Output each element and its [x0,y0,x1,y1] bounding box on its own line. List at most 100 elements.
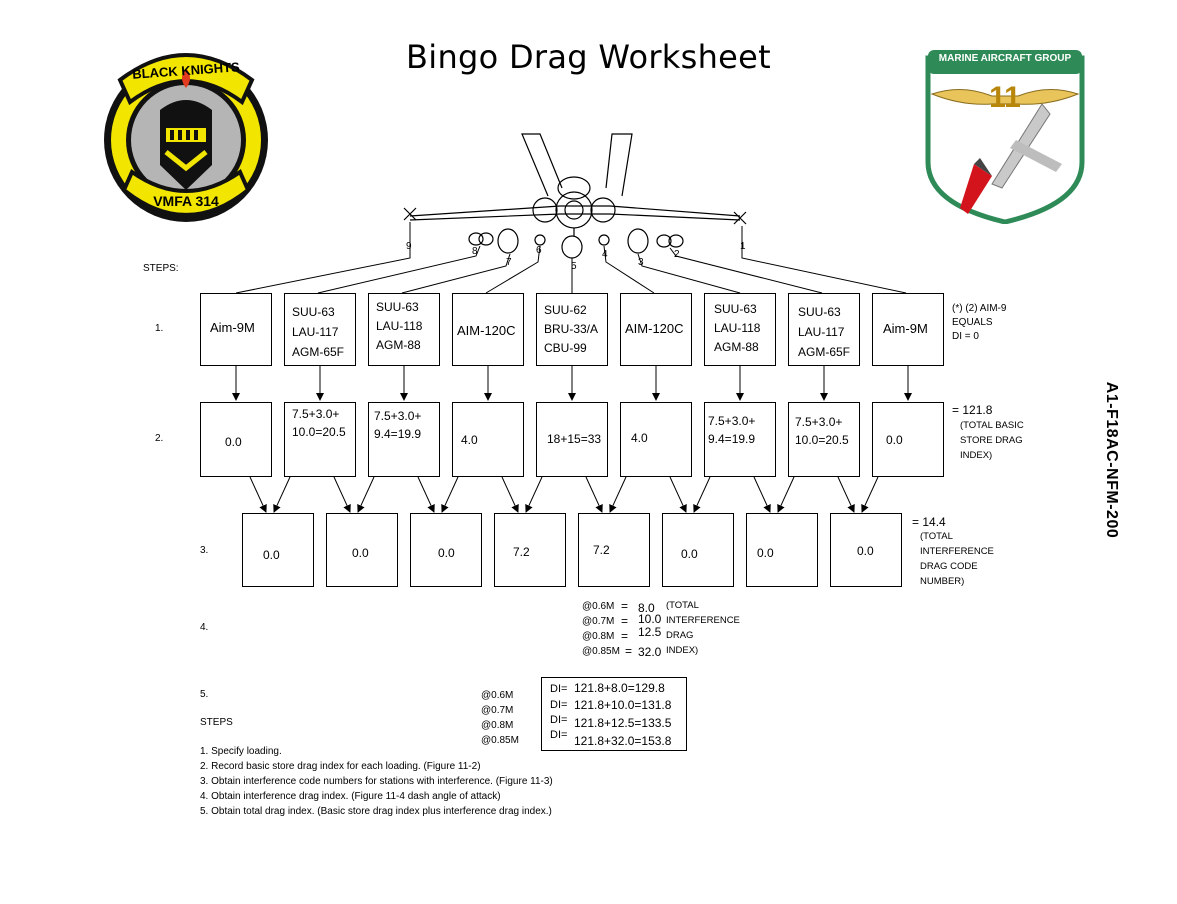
vmfa-314-patch-logo: BLACK KNIGHTS VMFA 314 [100,40,272,225]
drag-value: 10.0=20.5 [292,425,346,439]
interference-value: 0.0 [681,547,698,561]
interference-value: 0.0 [757,546,774,560]
step-5-number: 5. [200,689,209,700]
loading-line: Aim-9M [883,321,928,336]
equals-sign: = [621,599,629,613]
row3-total: = 14.4 [912,515,946,529]
loading-line: SUU-62 [544,303,587,317]
di-label: DI= [550,699,568,711]
interference-drag-value: 32.0 [638,645,662,659]
station-9-label: 9 [406,241,412,252]
equals-sign: = [621,614,629,628]
step-3-number: 3. [200,545,209,556]
row2-station-3-box[interactable]: 7.5+3.0+ 9.4=19.9 [704,402,776,477]
step5-mach-label: @0.8M [481,720,514,731]
drag-value: 10.0=20.5 [795,433,849,447]
row2-station-6-box[interactable]: 4.0 [452,402,524,477]
interference-drag-value: 12.5 [638,625,662,639]
drag-value: 7.5+3.0+ [708,414,756,428]
total-drag-value: 121.8+8.0=129.8 [574,681,665,695]
loading-line: Aim-9M [210,320,255,335]
row3-box-1[interactable]: 0.0 [242,513,314,587]
total-drag-value: 121.8+12.5=133.5 [574,716,672,730]
mach-label: @0.8M [582,631,615,642]
row1-station-8-box[interactable]: SUU-63 LAU-117 AGM-65F [284,293,356,366]
steps-label: STEPS: [143,263,179,274]
row1-station-6-box[interactable]: AIM-120C [452,293,524,366]
total-drag-index-box[interactable]: DI= DI= DI= DI= 121.8+8.0=129.8 121.8+10… [541,677,687,751]
row1-station-9-box[interactable]: Aim-9M [200,293,272,366]
row3-box-4[interactable]: 7.2 [494,513,566,587]
mag-top-text: MARINE AIRCRAFT GROUP [938,53,1072,64]
row1-note-line: (*) (2) AIM-9 [952,303,1007,314]
loading-line: LAU-117 [292,325,339,339]
row3-box-7[interactable]: 0.0 [746,513,818,587]
row1-station-5-box[interactable]: SUU-62 BRU-33/A CBU-99 [536,293,608,366]
instruction-line: 2. Record basic store drag index for eac… [200,761,481,772]
patch-bottom-text: VMFA 314 [153,193,219,209]
row2-to-row3-arrows [249,476,879,513]
row3-box-8[interactable]: 0.0 [830,513,902,587]
aircraft-missile-icon [960,103,1062,214]
row2-station-8-box[interactable]: 7.5+3.0+ 10.0=20.5 [284,402,356,477]
interference-value: 0.0 [352,546,369,560]
row1-station-4-box[interactable]: AIM-120C [620,293,692,366]
row1-note-line: DI = 0 [952,331,979,342]
drag-value: 0.0 [886,433,903,447]
mach-label: @0.7M [582,616,615,627]
loading-line: SUU-63 [376,300,419,314]
row3-note-line: DRAG CODE [920,561,978,572]
drag-value: 9.4=19.9 [708,432,756,446]
station-6-label: 6 [536,245,542,256]
drag-value: 7.5+3.0+ [374,409,422,423]
row3-box-2[interactable]: 0.0 [326,513,398,587]
page-title: Bingo Drag Worksheet [406,38,771,76]
interference-value: 0.0 [263,548,280,562]
row1-note-line: EQUALS [952,317,993,328]
station-leader-lines [235,222,907,294]
di-label: DI= [550,714,568,726]
row2-station-5-box[interactable]: 18+15=33 [536,402,608,477]
mach-label: @0.85M [582,646,620,657]
row2-station-9-box[interactable]: 0.0 [200,402,272,477]
row3-note-line: (TOTAL [920,531,953,542]
loading-line: SUU-63 [714,302,757,316]
loading-line: LAU-118 [376,319,423,333]
row2-station-7-box[interactable]: 7.5+3.0+ 9.4=19.9 [368,402,440,477]
row1-to-row2-arrows [232,366,912,401]
loading-line: CBU-99 [544,341,587,355]
loading-line: AIM-120C [625,321,684,336]
row3-box-5[interactable]: 7.2 [578,513,650,587]
station-3-label: 3 [638,257,644,268]
loading-line: SUU-63 [292,305,335,319]
row3-note-line: NUMBER) [920,576,965,587]
row2-station-2-box[interactable]: 7.5+3.0+ 10.0=20.5 [788,402,860,477]
drag-value: 7.5+3.0+ [795,415,843,429]
row3-box-3[interactable]: 0.0 [410,513,482,587]
loading-line: AGM-88 [714,340,759,354]
row2-station-1-box[interactable]: 0.0 [872,402,944,477]
loading-line: AGM-65F [292,345,345,359]
mach-label: @0.6M [582,601,615,612]
row2-note-line: INDEX) [960,450,993,461]
step5-mach-label: @0.85M [481,735,519,746]
loading-line: SUU-63 [798,305,841,319]
row2-note-line: STORE DRAG [960,435,1023,446]
station-4-label: 4 [602,249,608,260]
row1-station-1-box[interactable]: Aim-9M [872,293,944,366]
step-4-number: 4. [200,622,209,633]
instruction-line: 5. Obtain total drag index. (Basic store… [200,806,552,817]
row1-station-7-box[interactable]: SUU-63 LAU-118 AGM-88 [368,293,440,366]
station-2-label: 2 [674,249,680,260]
row1-station-3-box[interactable]: SUU-63 LAU-118 AGM-88 [704,293,776,366]
row1-station-2-box[interactable]: SUU-63 LAU-117 AGM-65F [788,293,860,366]
row2-station-4-box[interactable]: 4.0 [620,402,692,477]
row3-box-6[interactable]: 0.0 [662,513,734,587]
interference-value: 0.0 [857,544,874,558]
loading-line: BRU-33/A [544,322,599,336]
row3-note-line: INTERFERENCE [920,546,994,557]
interference-value: 7.2 [513,545,530,559]
loading-line: LAU-117 [798,325,845,339]
row2-note-line: (TOTAL BASIC [960,420,1024,431]
